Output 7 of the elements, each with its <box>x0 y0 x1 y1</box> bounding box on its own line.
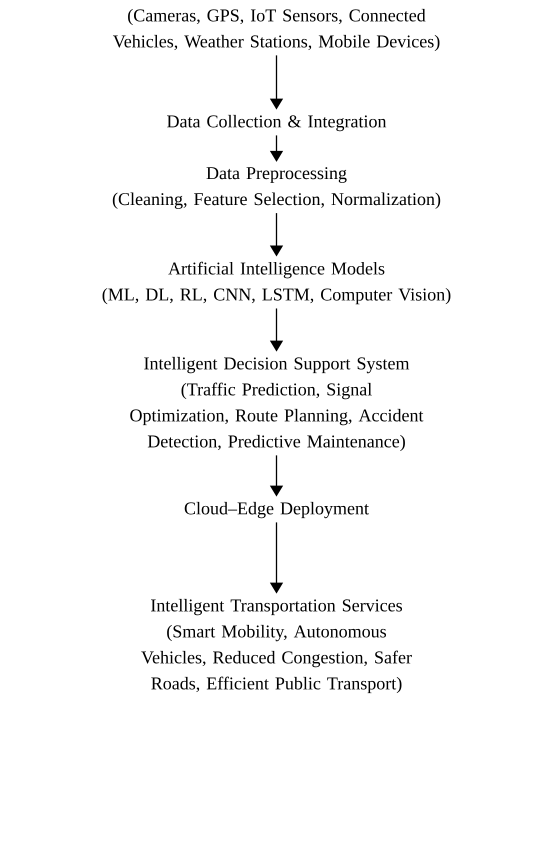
stage-text: Data Preprocessing (Cleaning, Feature Selection, Normalization) <box>112 167 440 209</box>
stage-text: (Cameras, GPS, IoT Sensors, Connected Vehicles, Weather Stations, Mobile Devices) <box>112 8 440 52</box>
stage-text: Cloud–Edge Deployment <box>184 502 369 518</box>
stage-text: Artificial Intelligence Models (ML, DL, RL, CNN, LSTM, Computer Vision) <box>102 262 450 304</box>
stage-text: Intelligent Decision Support System (Traffic Prediction, Signal Optimization, Route Planning, Accident Detection, Predictive Maintenance) <box>130 356 424 452</box>
stage-text: Intelligent Transportation Services (Smart Mobility, Autonomous Vehicles, Reduced Congestion, Safer Roads, Efficient Public Transport) <box>141 598 412 694</box>
stage-text: Data Collection & Integration <box>167 114 386 132</box>
